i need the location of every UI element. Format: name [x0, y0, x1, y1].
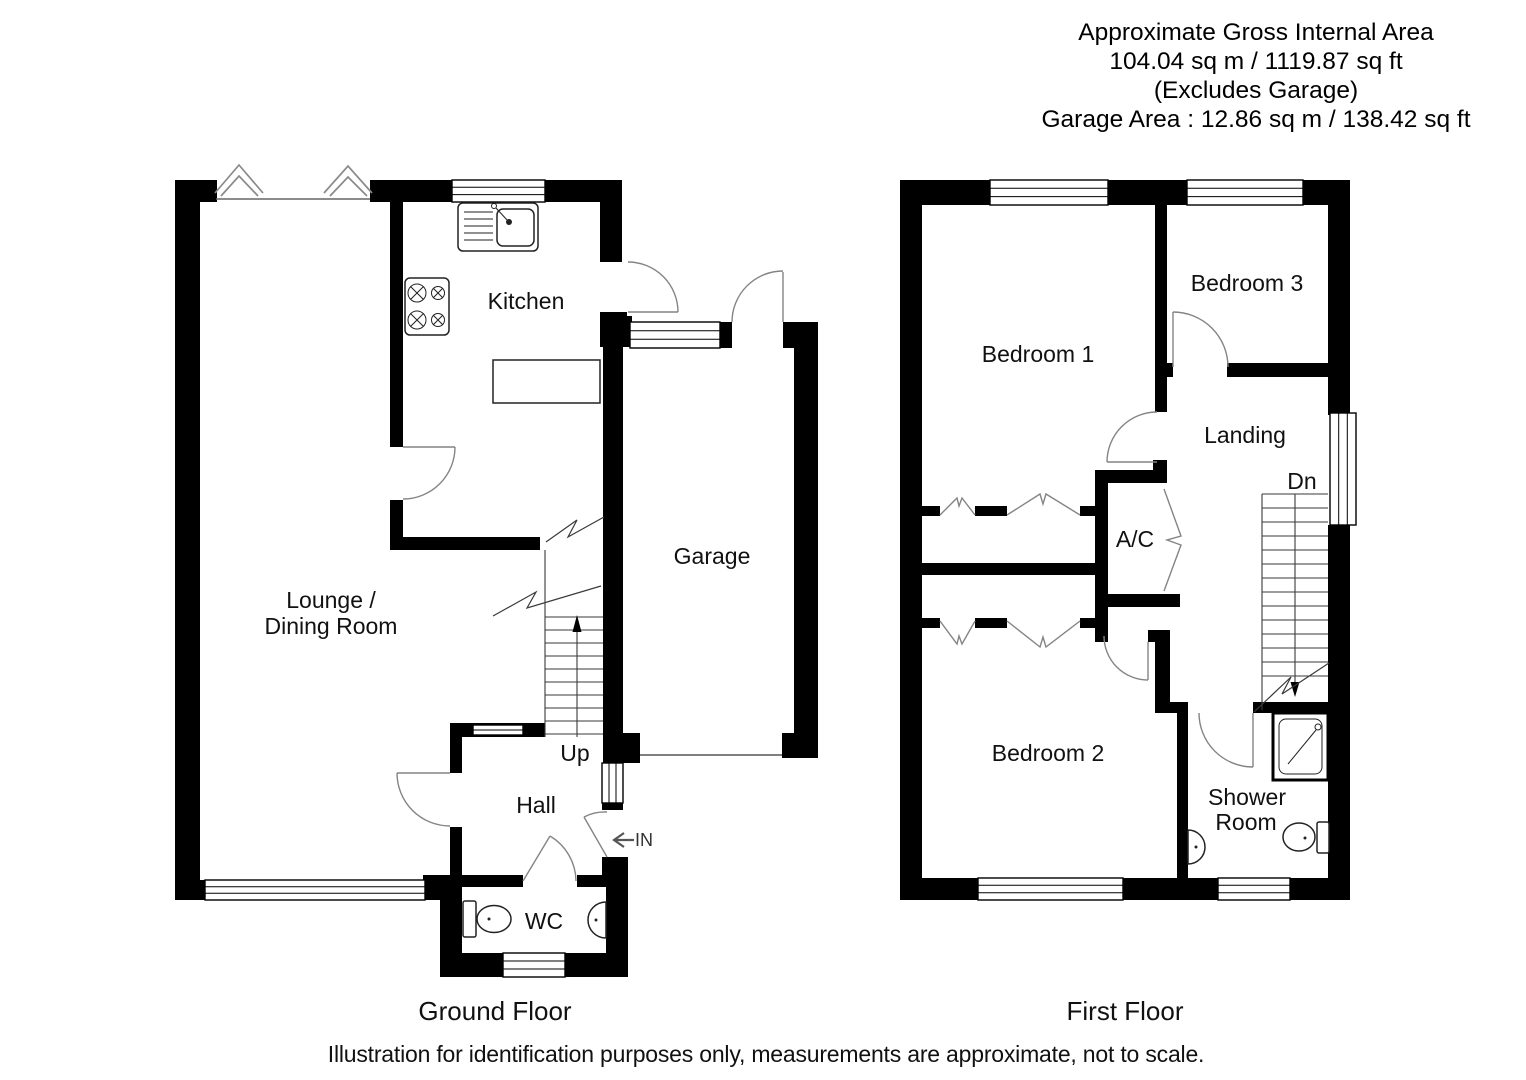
- plan-titles: Ground Floor First Floor Illustration fo…: [328, 996, 1205, 1067]
- kitchen-label: Kitchen: [488, 288, 565, 314]
- shower-room-label-line1: Shower: [1208, 784, 1286, 810]
- bedroom1-label: Bedroom 1: [982, 341, 1095, 367]
- shower-room-toilet: [1282, 821, 1330, 854]
- ac-label: A/C: [1116, 526, 1154, 552]
- bedroom3-label: Bedroom 3: [1191, 270, 1304, 296]
- area-summary: Approximate Gross Internal Area 104.04 s…: [1041, 19, 1470, 133]
- disclaimer-text: Illustration for identification purposes…: [328, 1041, 1204, 1067]
- area-summary-line2: 104.04 sq m / 1119.87 sq ft: [1109, 48, 1402, 75]
- ground-floor-plan: IN Kitchen Lounge / Dining Room Garage U…: [175, 163, 818, 978]
- ground-floor-windows: [204, 179, 721, 978]
- shower-enclosure: [1271, 711, 1330, 782]
- lounge-label-line1: Lounge /: [286, 587, 376, 613]
- wc-toilet: [462, 900, 512, 938]
- first-floor-doors: [939, 311, 1254, 768]
- area-summary-line1: Approximate Gross Internal Area: [1078, 19, 1434, 46]
- ground-floor-title: Ground Floor: [418, 996, 572, 1026]
- kitchen-sink: [457, 202, 539, 252]
- ground-floor-doors: [396, 261, 784, 882]
- shower-room-label-line2: Room: [1215, 809, 1276, 835]
- shower-room-basin: [1187, 829, 1206, 865]
- stairs-up-label: Up: [560, 740, 589, 766]
- first-floor-title: First Floor: [1067, 996, 1184, 1026]
- kitchen-hob: [404, 277, 450, 336]
- ground-floor-walls: [175, 180, 818, 977]
- first-floor-windows: [977, 179, 1357, 901]
- bedroom2-label: Bedroom 2: [992, 740, 1105, 766]
- hall-label: Hall: [516, 792, 556, 818]
- kitchen-counter: [492, 359, 601, 404]
- stairs-up: [492, 516, 605, 737]
- garage-label: Garage: [674, 543, 751, 569]
- stairs-down: [1253, 493, 1330, 713]
- lounge-label-line2: Dining Room: [265, 613, 398, 639]
- entrance-arrow: IN: [612, 830, 653, 850]
- wc-label: WC: [525, 908, 563, 934]
- landing-label: Landing: [1204, 422, 1286, 448]
- stairs-down-label: Dn: [1287, 468, 1316, 494]
- wc-basin: [587, 901, 607, 939]
- entrance-label: IN: [635, 830, 653, 850]
- first-floor-walls: [900, 180, 1350, 900]
- area-summary-line3: (Excludes Garage): [1154, 77, 1358, 104]
- first-floor-plan: Bedroom 1 Bedroom 3 Landing Dn A/C Bedro…: [900, 179, 1357, 901]
- area-summary-line4: Garage Area : 12.86 sq m / 138.42 sq ft: [1041, 106, 1470, 133]
- lounge-opening-chevrons: [214, 163, 373, 200]
